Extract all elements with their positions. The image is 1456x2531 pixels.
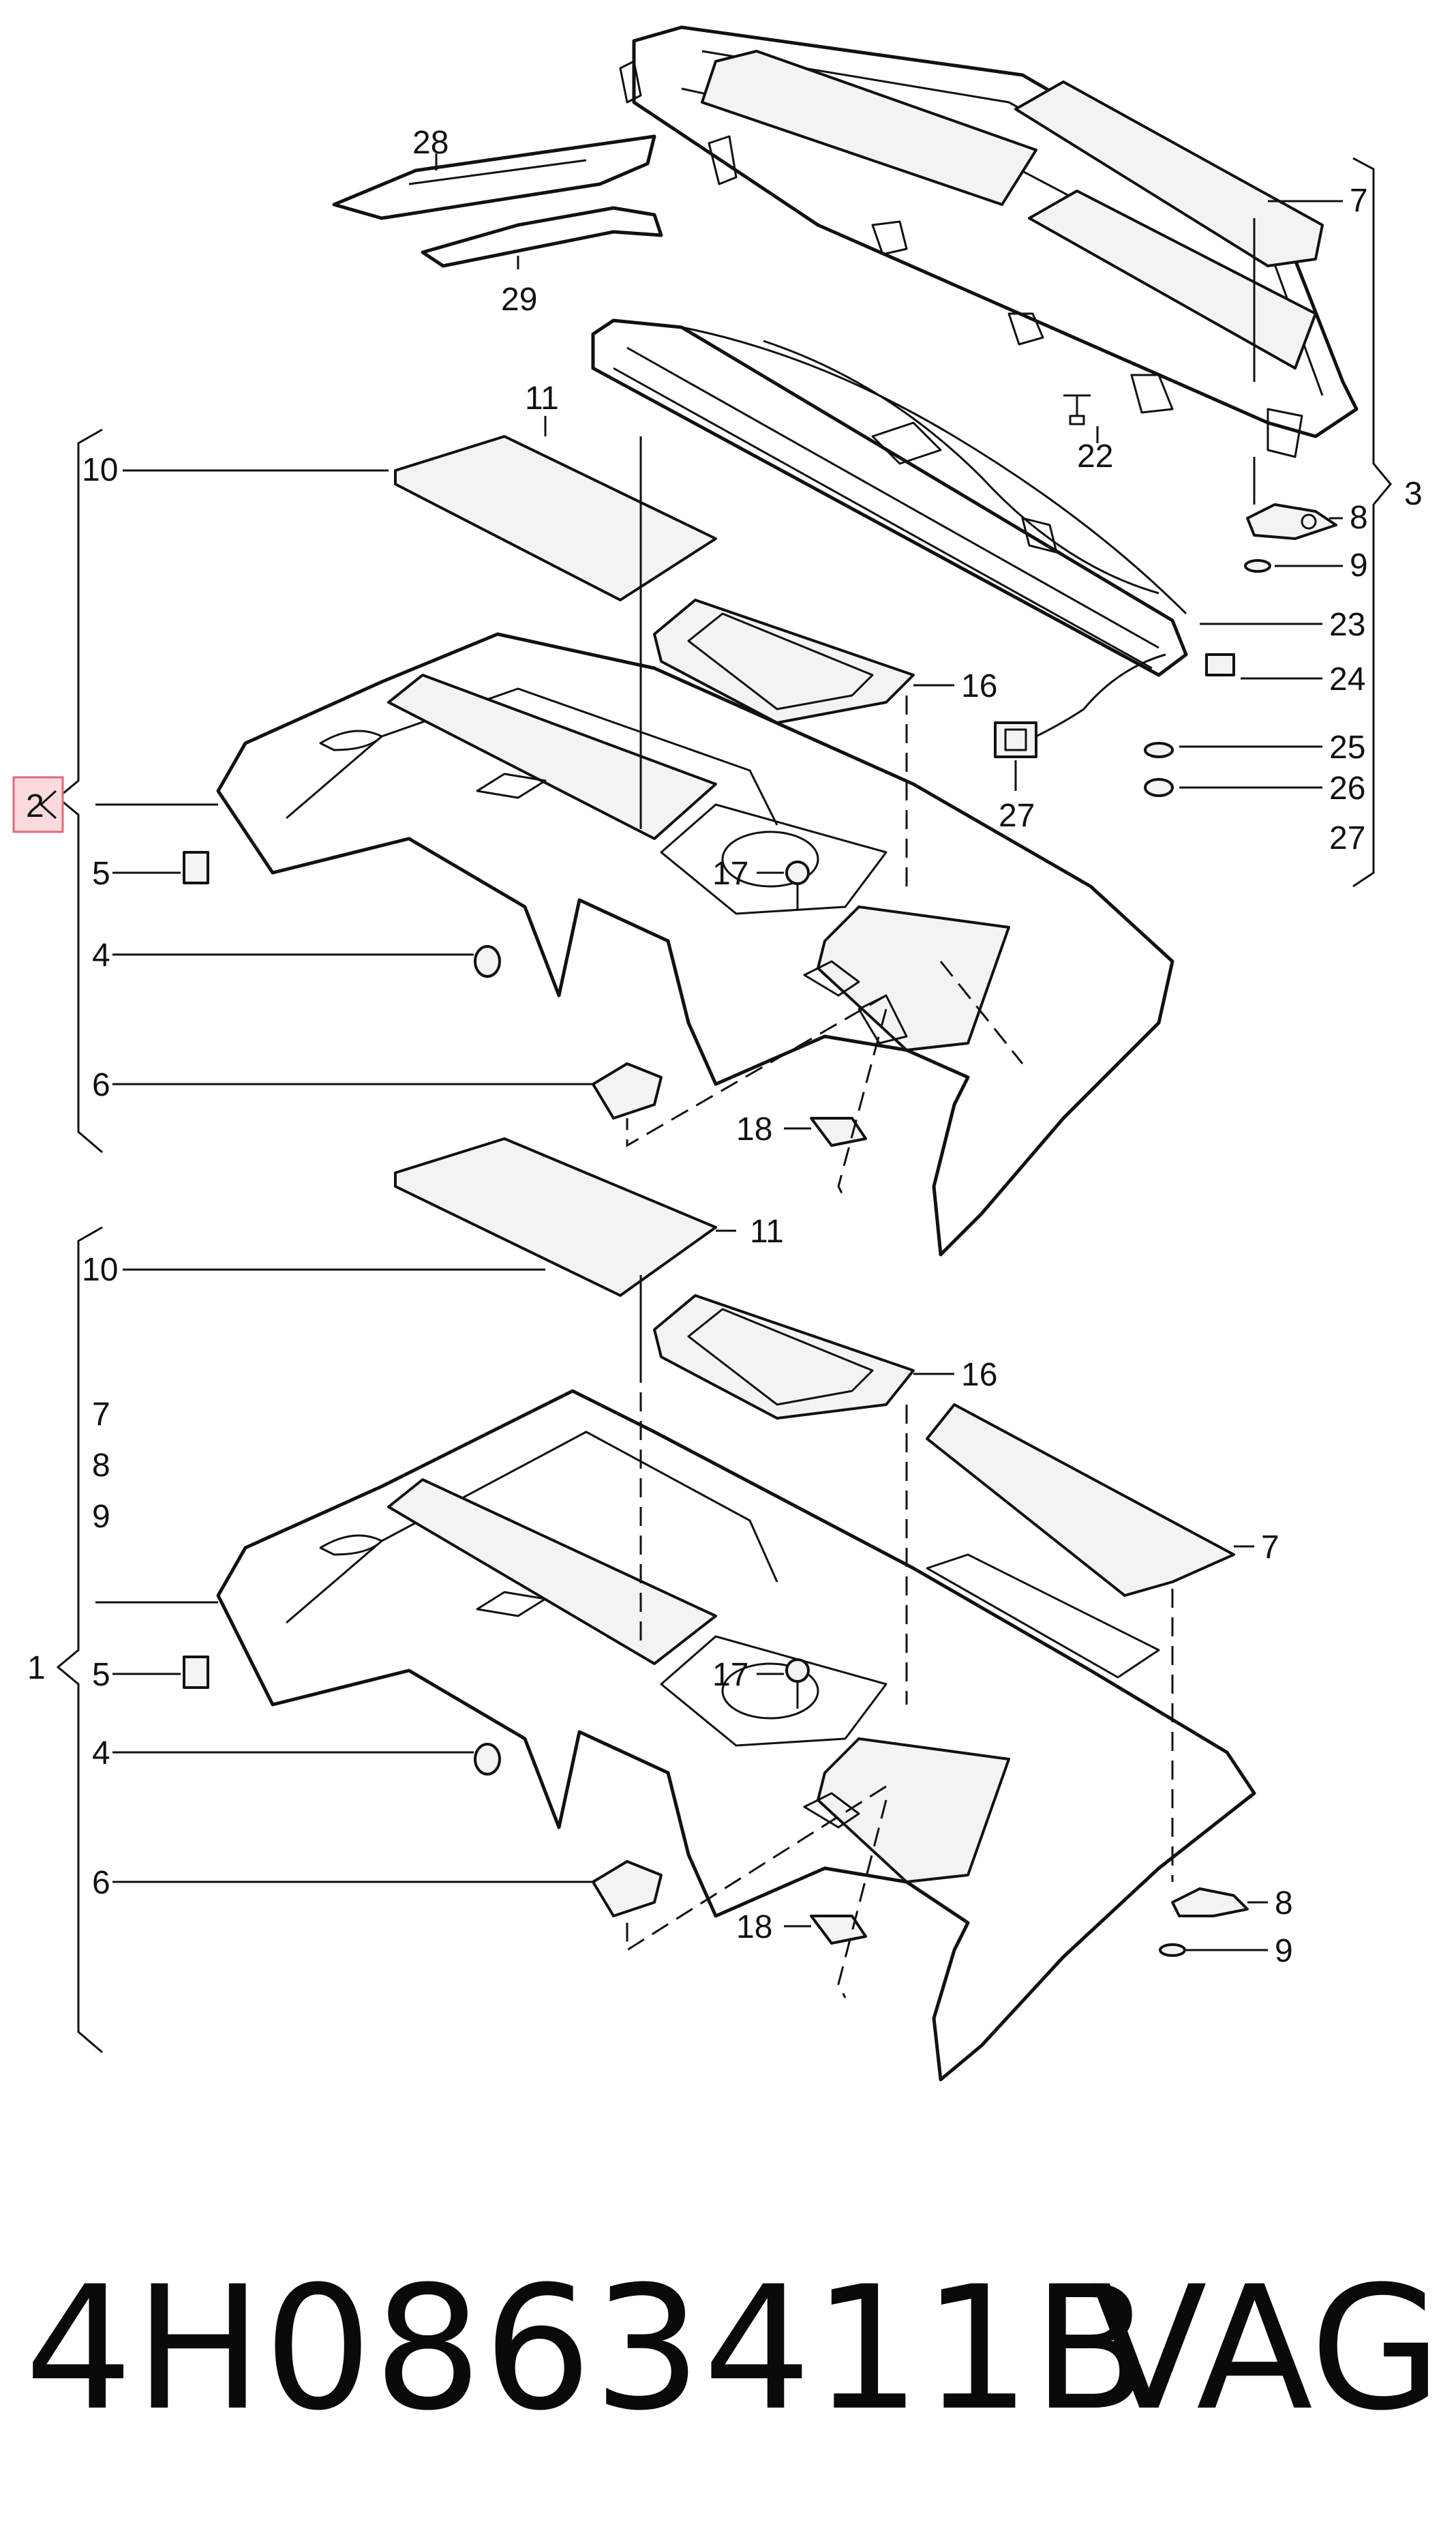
callout-17-upper: 17 bbox=[712, 856, 748, 892]
callout-27b: 27 bbox=[1329, 820, 1365, 856]
callout-18-lower: 18 bbox=[736, 1909, 772, 1945]
clip-5-upper bbox=[183, 851, 209, 884]
cover-6-lower bbox=[592, 1860, 663, 1917]
bracket-8-top bbox=[1244, 503, 1337, 573]
callout-3: 3 bbox=[1404, 476, 1423, 512]
callout-5-upper: 5 bbox=[92, 856, 110, 892]
callout-8-lower-list: 8 bbox=[92, 1448, 110, 1484]
callout-11-upper: 11 bbox=[525, 380, 559, 417]
mat-10-11-lower bbox=[394, 1137, 717, 1297]
callout-16-lower: 16 bbox=[961, 1357, 997, 1393]
callout-6-lower: 6 bbox=[92, 1865, 110, 1901]
nut-26 bbox=[1144, 778, 1174, 797]
callout-17-lower: 17 bbox=[712, 1657, 748, 1693]
frame-16-lower bbox=[653, 1294, 915, 1420]
callout-28: 28 bbox=[412, 125, 449, 161]
callout-1: 1 bbox=[27, 1650, 46, 1686]
callout-23: 23 bbox=[1329, 607, 1365, 643]
brand-caption: VAG bbox=[1091, 2249, 1442, 2448]
bracket-line-group-3 bbox=[1352, 157, 1392, 888]
callout-16-upper: 16 bbox=[961, 668, 997, 704]
callout-26: 26 bbox=[1329, 770, 1365, 807]
callout-9-lower-list: 9 bbox=[92, 1499, 110, 1535]
callout-4-lower: 4 bbox=[92, 1735, 110, 1771]
callout-10-upper: 10 bbox=[82, 452, 118, 488]
rear-shelf-upper bbox=[216, 632, 1174, 1257]
callout-2: 2 bbox=[26, 788, 44, 824]
mat-10-11-upper bbox=[394, 435, 717, 601]
cover-18-upper bbox=[810, 1117, 867, 1147]
callout-8-lower: 8 bbox=[1275, 1885, 1293, 1921]
callout-9-lower: 9 bbox=[1275, 1933, 1293, 1969]
callout-7-lower: 7 bbox=[1261, 1529, 1279, 1566]
rear-shelf-lower bbox=[216, 1389, 1256, 2082]
mat-7-lower bbox=[926, 1403, 1235, 1597]
bracket-line-group-1 bbox=[56, 1226, 103, 2054]
roller-blind-assembly bbox=[591, 318, 1188, 677]
frame-16-upper bbox=[653, 599, 915, 724]
trim-28 bbox=[332, 134, 656, 220]
shelf-carrier-assembly bbox=[619, 25, 1359, 458]
screw-17-upper bbox=[785, 860, 810, 911]
part-number-caption: 4H0863411B bbox=[25, 2249, 1151, 2448]
callout-27: 27 bbox=[999, 798, 1035, 834]
callout-11-lower: 11 bbox=[750, 1214, 784, 1250]
connector-27 bbox=[994, 653, 1166, 758]
clip-24 bbox=[1205, 653, 1235, 676]
clip-5-lower bbox=[183, 1656, 209, 1689]
callout-labels: 28 29 7 22 3 8 9 23 24 25 26 27 27 11 10… bbox=[27, 125, 1423, 1969]
callout-18-upper: 18 bbox=[736, 1111, 772, 1148]
bracket-line-group-2 bbox=[56, 428, 103, 1154]
clip-4-lower bbox=[474, 1743, 501, 1776]
callout-29: 29 bbox=[501, 282, 537, 318]
callout-6-upper: 6 bbox=[92, 1067, 110, 1103]
mat-7-top bbox=[1014, 80, 1324, 267]
callout-10-lower: 10 bbox=[82, 1252, 118, 1288]
callout-7-top: 7 bbox=[1350, 183, 1368, 219]
callout-22: 22 bbox=[1077, 438, 1113, 475]
callout-8-top: 8 bbox=[1350, 500, 1368, 536]
clip-4-upper bbox=[474, 945, 501, 978]
callout-9-top: 9 bbox=[1350, 548, 1368, 584]
callout-7-lower-list: 7 bbox=[92, 1396, 110, 1433]
trim-29 bbox=[421, 206, 663, 268]
cover-6-upper bbox=[592, 1062, 663, 1120]
callout-25: 25 bbox=[1329, 730, 1365, 766]
screw-17-lower bbox=[785, 1658, 810, 1709]
highlighted-callout-2[interactable]: 2 bbox=[12, 776, 64, 833]
cover-18-lower bbox=[810, 1915, 867, 1945]
leader-lines bbox=[95, 153, 1343, 1951]
bolt-22 bbox=[1063, 394, 1091, 425]
bracket-8-lower bbox=[1159, 1887, 1249, 1957]
callout-24: 24 bbox=[1329, 661, 1365, 698]
callout-5-lower: 5 bbox=[92, 1657, 110, 1693]
washer-25 bbox=[1144, 742, 1174, 758]
callout-4-upper: 4 bbox=[92, 938, 110, 974]
projection-lines bbox=[626, 695, 1174, 1998]
